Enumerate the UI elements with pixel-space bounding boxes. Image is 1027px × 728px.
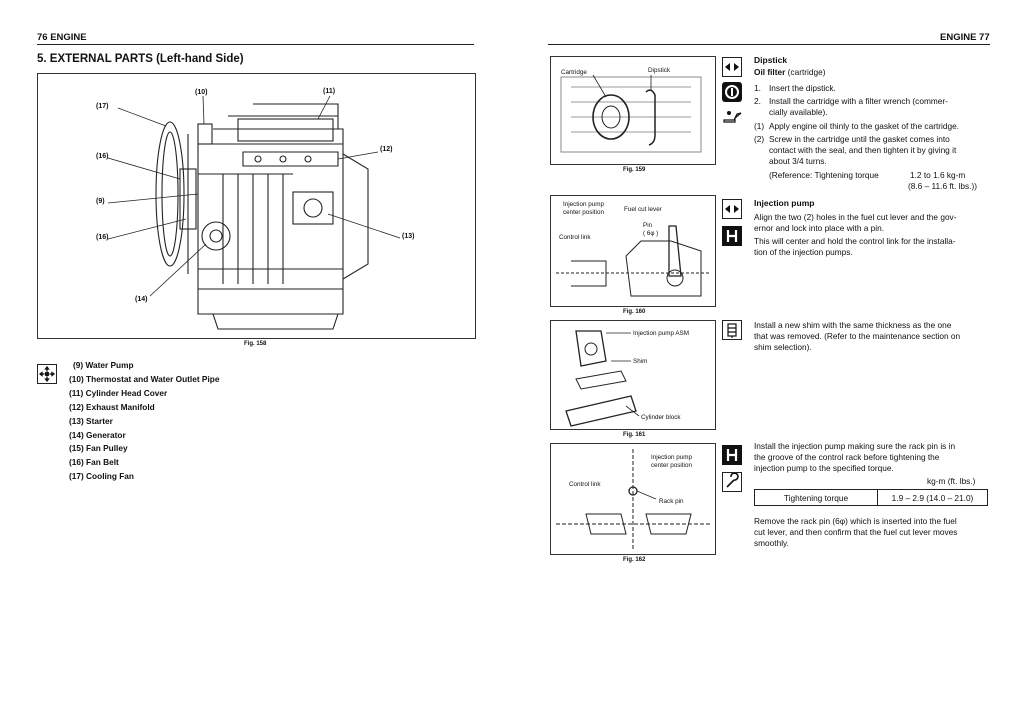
- shim-line: Install a new shim with the same thickne…: [754, 320, 952, 330]
- dipstick-step: about 3/4 turns.: [769, 156, 827, 166]
- oil-filter-bold: Oil filter: [754, 67, 786, 77]
- fig160-center-label-2: center position: [563, 209, 604, 216]
- legend-item: (9) Water Pump: [73, 360, 134, 370]
- injection-pump-line: Align the two (2) holes in the fuel cut …: [754, 212, 957, 222]
- figure-160-box: Injection pump center position Fuel cut …: [550, 195, 716, 307]
- legend-item: (12) Exhaust Manifold: [69, 401, 155, 412]
- double-arrow-icon: [722, 199, 742, 219]
- install-line: the groove of the control rack before ti…: [754, 452, 940, 462]
- shim-line: that was removed. (Refer to the maintena…: [754, 331, 961, 341]
- reference-value-2: (8.6 – 11.6 ft. lbs.)): [908, 181, 978, 191]
- fig160-pin-label-1: Pin: [643, 222, 653, 229]
- fig161-block-label: Cylinder block: [641, 414, 681, 421]
- callout-13: (13): [402, 233, 415, 240]
- fig162-center-label-2: center position: [651, 462, 692, 469]
- oil-filter-icon: [722, 82, 742, 102]
- right-header-rule: [548, 44, 990, 45]
- callout-14: (14): [135, 296, 148, 303]
- oil-filter-line: Oil filter (cartridge): [754, 67, 825, 78]
- fig-161-caption: Fig. 161: [623, 432, 646, 438]
- engine-left-side-drawing: [107, 95, 401, 330]
- fig160-lever-label: Fuel cut lever: [624, 206, 662, 213]
- figure-161-box: Injection pump ASM Shim Cylinder block: [550, 320, 716, 430]
- figure-159-box: Cartridge Dipstick: [550, 56, 716, 165]
- left-header-rule: [37, 44, 474, 45]
- callout-16-bottom: (16): [96, 234, 109, 241]
- dipstick-step: 2.Install the cartridge with a filter wr…: [754, 96, 948, 106]
- figure-162-box: Injection pump center position Control l…: [550, 443, 716, 555]
- injection-pump-line: ernor and lock into place with a pin.: [754, 223, 885, 233]
- callout-16-top: (16): [96, 153, 109, 160]
- dipstick-step: 1.Insert the dipstick.: [754, 83, 836, 93]
- legend-item: (13) Starter: [69, 415, 113, 426]
- reference-value-1: 1.2 to 1.6 kg-m: [910, 170, 966, 180]
- fig159-cartridge-label: Cartridge: [561, 69, 587, 76]
- legend-item: (14) Generator: [69, 429, 126, 440]
- bracket-clamp-icon: [722, 226, 742, 246]
- legend-item: (17) Cooling Fan: [69, 471, 134, 482]
- table-row: Tightening torque 1.9 – 2.9 (14.0 – 21.0…: [754, 489, 988, 506]
- oil-filter-rest: (cartridge): [785, 67, 826, 77]
- callout-17: (17): [96, 103, 109, 110]
- torque-table-label: Tightening torque: [754, 489, 878, 506]
- fig-158-caption: Fig. 158: [244, 341, 267, 347]
- install-line: Install the injection pump making sure t…: [754, 441, 956, 451]
- fig162-rack-label: Rack pin: [659, 498, 684, 505]
- dipstick-step: contact with the seal, and then tighten …: [769, 145, 957, 155]
- fig160-pin-label-2: ( 6φ ): [643, 230, 659, 237]
- callout-10: (10): [195, 89, 208, 96]
- legend-item: (11) Cylinder Head Cover: [69, 387, 168, 398]
- oil-can-icon: [722, 108, 742, 124]
- install-after-line: Remove the rack pin (6φ) which is insert…: [754, 516, 957, 526]
- reference-label: (Reference: Tightening torque: [769, 170, 879, 180]
- injection-pump-line: tion of the injection pumps.: [754, 247, 853, 257]
- dipstick-heading: Dipstick: [754, 55, 788, 65]
- callout-11: (11): [323, 88, 336, 95]
- section-title: 5. EXTERNAL PARTS (Left-hand Side): [37, 53, 244, 65]
- fig161-shim-label: Shim: [633, 358, 648, 365]
- legend-item: (10) Thermostat and Water Outlet Pipe: [69, 373, 220, 384]
- fig162-center-label-1: Injection pump: [651, 454, 692, 461]
- pump-icon: [722, 320, 742, 340]
- dipstick-step: (2)Screw in the cartridge until the gask…: [754, 134, 950, 144]
- torque-unit: kg-m (ft. lbs.): [927, 476, 976, 486]
- legend-item: (15) Fan Pulley: [69, 443, 128, 454]
- fig159-dipstick-label: Dipstick: [648, 67, 671, 74]
- parts-legend: (9) Water Pump (10) Thermostat and Water…: [69, 359, 219, 484]
- figure-158-box: (17) (10) (11) (16) (12) (9) (16) (13) (…: [37, 73, 476, 339]
- right-page-header: ENGINE 77: [940, 32, 990, 43]
- callout-9: (9): [96, 198, 105, 205]
- install-after-line: cut lever, and then confirm that the fue…: [754, 527, 958, 537]
- install-line: injection pump to the specified torque.: [754, 463, 894, 473]
- fig161-asm-label: Injection pump ASM: [633, 330, 690, 337]
- shim-line: shim selection).: [754, 342, 812, 352]
- wrench-icon: [722, 472, 742, 492]
- explode-arrows-icon: [37, 364, 57, 384]
- legend-item: (16) Fan Belt: [69, 457, 119, 468]
- bracket-clamp-icon: [722, 445, 742, 465]
- install-after-line: smoothly.: [754, 538, 789, 548]
- torque-table-value: 1.9 – 2.9 (14.0 – 21.0): [877, 489, 988, 506]
- dipstick-step: cially available).: [769, 107, 828, 117]
- fig162-link-label: Control link: [569, 481, 601, 488]
- fig-160-caption: Fig. 160: [623, 309, 646, 315]
- fig160-center-label-1: Injection pump: [563, 201, 604, 208]
- fig-159-caption: Fig. 159: [623, 167, 646, 173]
- injection-pump-heading: Injection pump: [754, 198, 815, 208]
- callout-12: (12): [380, 146, 393, 153]
- dipstick-step: (1)Apply engine oil thinly to the gasket…: [754, 121, 960, 131]
- left-page-header: 76 ENGINE: [37, 32, 87, 43]
- fig160-link-label: Control link: [559, 234, 591, 241]
- torque-table: Tightening torque 1.9 – 2.9 (14.0 – 21.0…: [754, 489, 988, 506]
- injection-pump-line: This will center and hold the control li…: [754, 236, 956, 246]
- fig-162-caption: Fig. 162: [623, 557, 646, 563]
- double-arrow-icon: [722, 57, 742, 77]
